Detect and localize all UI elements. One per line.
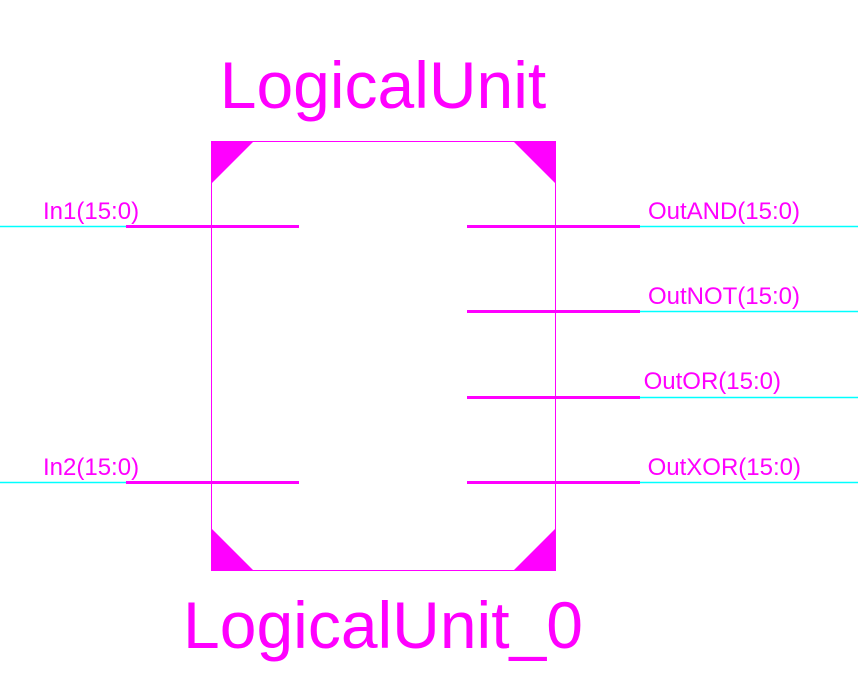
output-pin-label: OutAND(15:0) [648, 198, 800, 225]
corner-marker-top-right [513, 141, 556, 184]
component-body[interactable] [211, 141, 556, 571]
output-pin-label: OutXOR(15:0) [648, 454, 801, 481]
instance-name: LogicalUnit_0 [183, 588, 583, 662]
corner-marker-bottom-left [211, 528, 254, 571]
input-pin-label: In2(15:0) [43, 454, 139, 481]
output-pin-outand[interactable]: OutAND(15:0) [467, 198, 858, 228]
input-pin-line [126, 225, 299, 228]
input-pin-label: In1(15:0) [43, 198, 139, 225]
corner-marker-top-left [211, 141, 254, 184]
input-pin-in2[interactable]: In2(15:0) [0, 454, 299, 484]
output-pin-line [467, 225, 640, 228]
output-pin-label: OutOR(15:0) [644, 368, 781, 395]
component-title: LogicalUnit [220, 48, 547, 122]
output-pin-line [467, 481, 640, 484]
output-pin-outnot[interactable]: OutNOT(15:0) [467, 283, 858, 313]
output-pin-label: OutNOT(15:0) [648, 283, 800, 310]
output-pin-line [467, 310, 640, 313]
input-pin-in1[interactable]: In1(15:0) [0, 198, 299, 228]
input-pin-line [126, 481, 299, 484]
corner-marker-bottom-right [513, 528, 556, 571]
output-pin-line [467, 396, 640, 399]
output-pin-outxor[interactable]: OutXOR(15:0) [467, 454, 858, 484]
output-pin-outor[interactable]: OutOR(15:0) [467, 368, 858, 399]
